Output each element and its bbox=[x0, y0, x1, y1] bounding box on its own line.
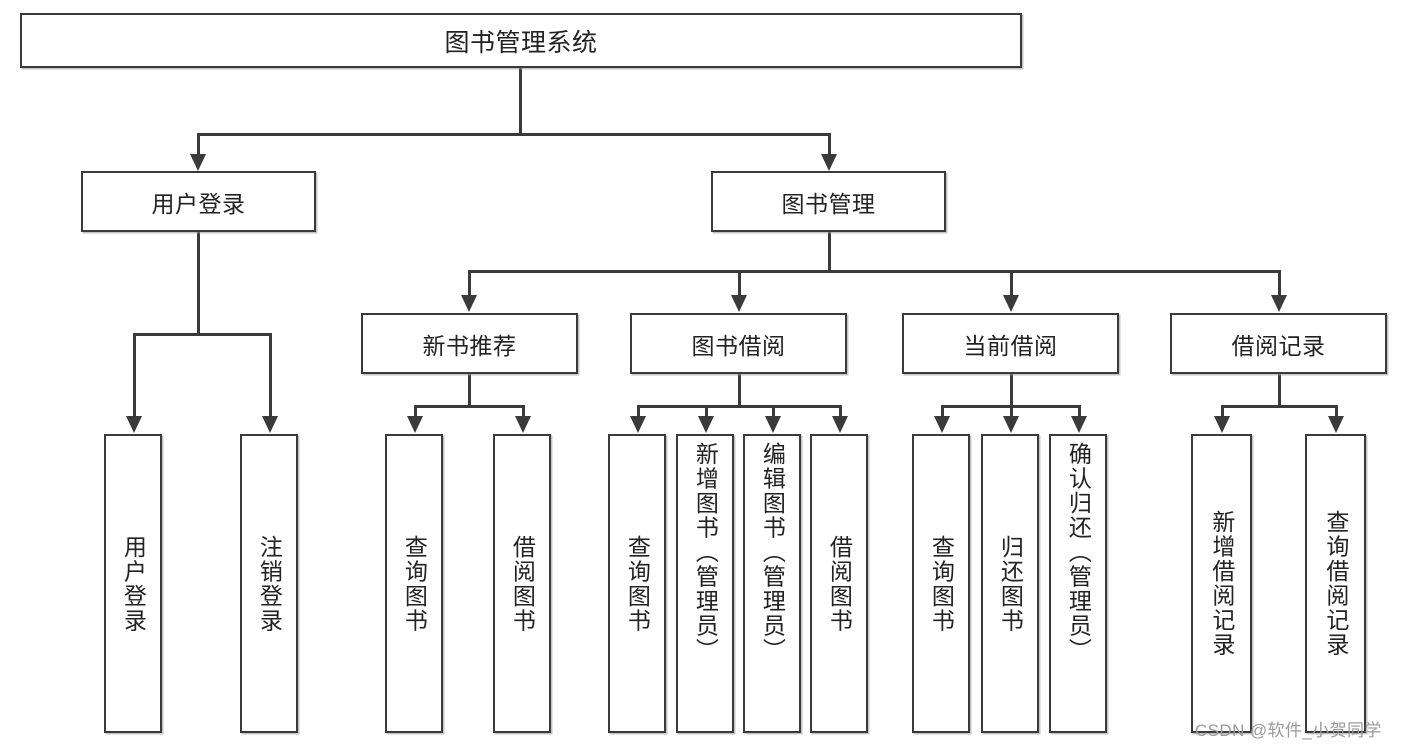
node-book-borrow[interactable]: 图书借阅 bbox=[630, 313, 847, 374]
node-label: 新书推荐 bbox=[422, 332, 517, 359]
leaf-book-borrow-query-book[interactable]: 查询图书 bbox=[608, 434, 666, 733]
arrowhead-book-borrow-leaf-1 bbox=[630, 416, 646, 433]
leaf-current-borrow-return-book[interactable]: 归还图书 bbox=[981, 434, 1039, 733]
connector-book-borrow-drop-3 bbox=[772, 405, 775, 417]
connector-borrow-record-stem bbox=[1278, 374, 1281, 407]
connector-book-borrow-bus bbox=[637, 405, 841, 408]
node-label: 查询借阅记录 bbox=[1322, 510, 1349, 657]
arrowhead-borrow-record-leaf-2 bbox=[1328, 416, 1344, 433]
connector-borrow-record-drop-2 bbox=[1335, 405, 1338, 417]
node-label: 查询图书 bbox=[401, 534, 428, 633]
arrowhead-book-manage-to-record bbox=[1271, 295, 1287, 312]
node-current-borrow[interactable]: 当前借阅 bbox=[902, 313, 1119, 374]
arrowhead-root-to-book-manage bbox=[821, 154, 837, 171]
connector-book-borrow-drop-2 bbox=[705, 405, 708, 417]
arrowhead-current-borrow-leaf-1 bbox=[934, 416, 950, 433]
node-label: 当前借阅 bbox=[963, 332, 1058, 359]
node-label: 借阅图书 bbox=[826, 534, 853, 633]
arrowhead-borrow-record-leaf-1 bbox=[1214, 416, 1230, 433]
connector-new-book-stem bbox=[468, 374, 471, 407]
connector-borrow-record-bus bbox=[1221, 405, 1337, 408]
arrowhead-root-to-user-login bbox=[190, 154, 206, 171]
node-label: 用户登录 bbox=[120, 534, 147, 633]
arrowhead-new-book-leaf-2 bbox=[515, 416, 531, 433]
connector-current-borrow-drop-2 bbox=[1010, 405, 1013, 417]
connector-book-borrow-drop-4 bbox=[839, 405, 842, 417]
node-label: 新增图书（管理员） bbox=[692, 442, 719, 663]
arrowhead-book-borrow-leaf-4 bbox=[832, 416, 848, 433]
node-label: 图书借阅 bbox=[691, 332, 786, 359]
leaf-book-borrow-borrow-book[interactable]: 借阅图书 bbox=[810, 434, 868, 733]
node-label: 新增借阅记录 bbox=[1208, 510, 1235, 657]
leaf-borrow-record-query-record[interactable]: 查询借阅记录 bbox=[1305, 434, 1366, 733]
arrowhead-user-login-leaf-1 bbox=[126, 416, 142, 433]
node-root-system[interactable]: 图书管理系统 bbox=[20, 13, 1022, 68]
arrowhead-book-manage-to-borrow bbox=[731, 295, 747, 312]
connector-user-login-drop-2 bbox=[269, 333, 272, 417]
leaf-book-borrow-edit-book-admin[interactable]: 编辑图书（管理员） bbox=[743, 434, 801, 733]
node-label: 借阅图书 bbox=[509, 534, 536, 633]
connector-current-borrow-drop-1 bbox=[941, 405, 944, 417]
leaf-current-borrow-confirm-return-admin[interactable]: 确认归还（管理员） bbox=[1049, 434, 1107, 733]
connector-book-manage-bus bbox=[468, 270, 1280, 273]
connector-user-login-bus bbox=[133, 333, 271, 336]
arrowhead-book-borrow-leaf-3 bbox=[765, 416, 781, 433]
arrowhead-user-login-leaf-2 bbox=[262, 416, 278, 433]
node-label: 确认归还（管理员） bbox=[1065, 442, 1092, 663]
connector-borrow-record-drop-1 bbox=[1221, 405, 1224, 417]
connector-new-book-bus bbox=[414, 405, 524, 408]
connector-new-book-drop-1 bbox=[414, 405, 417, 417]
csdn-watermark: CSDN @软件_小贺同学 bbox=[1195, 721, 1382, 740]
leaf-new-book-borrow-book[interactable]: 借阅图书 bbox=[493, 434, 551, 733]
arrowhead-book-manage-to-new-book bbox=[461, 295, 477, 312]
leaf-user-login-logout[interactable]: 注销登录 bbox=[240, 434, 298, 733]
connector-current-borrow-stem bbox=[1010, 374, 1013, 407]
connector-root-to-user-login bbox=[197, 133, 200, 155]
arrowhead-book-borrow-leaf-2 bbox=[698, 416, 714, 433]
arrowhead-current-borrow-leaf-3 bbox=[1071, 416, 1087, 433]
leaf-user-login-login[interactable]: 用户登录 bbox=[104, 434, 162, 733]
connector-book-borrow-drop-1 bbox=[637, 405, 640, 417]
connector-book-manage-stem bbox=[828, 232, 831, 272]
leaf-book-borrow-add-book-admin[interactable]: 新增图书（管理员） bbox=[676, 434, 734, 733]
leaf-borrow-record-add-record[interactable]: 新增借阅记录 bbox=[1191, 434, 1252, 733]
node-label: 归还图书 bbox=[997, 534, 1024, 633]
connector-book-manage-drop-3 bbox=[1010, 270, 1013, 296]
node-label: 查询图书 bbox=[928, 534, 955, 633]
node-label: 注销登录 bbox=[256, 534, 283, 633]
node-label: 图书管理系统 bbox=[444, 28, 598, 57]
arrowhead-book-manage-to-current bbox=[1003, 295, 1019, 312]
connector-root-bus bbox=[197, 133, 831, 136]
node-borrow-record[interactable]: 借阅记录 bbox=[1170, 313, 1387, 374]
node-new-book-recommend[interactable]: 新书推荐 bbox=[361, 313, 578, 374]
leaf-new-book-query-book[interactable]: 查询图书 bbox=[385, 434, 443, 733]
connector-book-manage-drop-4 bbox=[1278, 270, 1281, 296]
node-label: 用户登录 bbox=[151, 190, 246, 217]
connector-book-manage-drop-1 bbox=[468, 270, 471, 296]
node-book-manage[interactable]: 图书管理 bbox=[711, 171, 946, 232]
node-label: 编辑图书（管理员） bbox=[759, 442, 786, 663]
connector-book-borrow-stem bbox=[738, 374, 741, 407]
connector-root-to-book-manage bbox=[828, 133, 831, 155]
arrowhead-new-book-leaf-1 bbox=[407, 416, 423, 433]
connector-user-login-drop-1 bbox=[133, 333, 136, 417]
node-label: 图书管理 bbox=[781, 190, 876, 217]
leaf-current-borrow-query-book[interactable]: 查询图书 bbox=[912, 434, 970, 733]
connector-book-manage-drop-2 bbox=[738, 270, 741, 296]
connector-user-login-stem bbox=[197, 232, 200, 335]
node-label: 查询图书 bbox=[624, 534, 651, 633]
node-label: 借阅记录 bbox=[1231, 332, 1326, 359]
connector-new-book-drop-2 bbox=[522, 405, 525, 417]
connector-root-stem bbox=[519, 68, 522, 135]
connector-current-borrow-drop-3 bbox=[1078, 405, 1081, 417]
node-user-login[interactable]: 用户登录 bbox=[81, 171, 316, 232]
arrowhead-current-borrow-leaf-2 bbox=[1003, 416, 1019, 433]
